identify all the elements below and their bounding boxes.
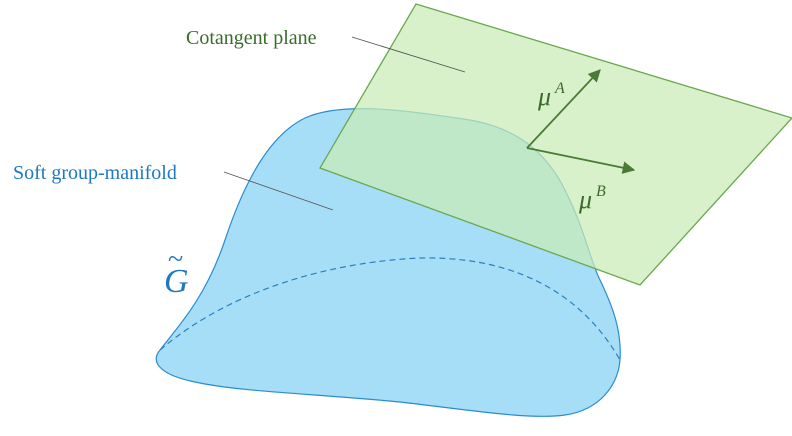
mu-a-vector [526,69,601,149]
mu-a-label: μ [537,82,551,111]
g-tilde-label: G [164,263,189,300]
cotangent-plane-label: Cotangent plane [186,27,317,49]
cotangent-plane-leader [351,36,466,73]
mu-b-label: μ [578,185,592,214]
cotangent-plane-shape [319,3,792,286]
mu-b-vector [526,147,636,174]
mu-b-superscript: B [596,183,606,200]
g-tilde-accent: ~ [168,244,183,275]
manifold-dashed-curve [159,257,621,361]
manifold-leader [223,171,334,211]
mu-a-superscript: A [554,80,565,97]
soft-group-manifold-label: Soft group-manifold [13,162,177,184]
